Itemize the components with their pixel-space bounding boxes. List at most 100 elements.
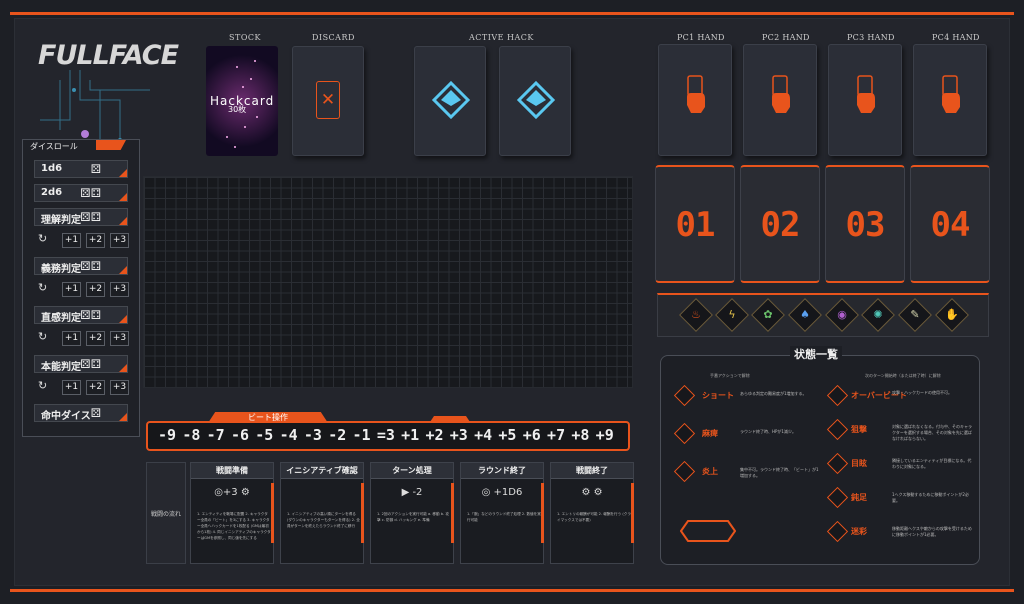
- phase-title: イニシアティブ確認: [281, 463, 363, 479]
- dice-mod-row: ↻ +1 +2 +3: [34, 379, 129, 397]
- dice-instinct-button[interactable]: 本能判定⚄⚃: [34, 355, 128, 373]
- dice-label: 命中ダイス: [41, 411, 91, 422]
- mod-plus2-button[interactable]: +2: [86, 380, 105, 395]
- beat-value-button[interactable]: -4: [279, 426, 298, 444]
- beat-value-button[interactable]: +6: [522, 426, 541, 444]
- mod-plus3-button[interactable]: +3: [110, 282, 129, 297]
- dice-label: 1d6: [41, 163, 63, 174]
- status-desc: 対象に選ばれなくなる。付与中、そのキャラクターを選択する場合、その対象を先に選ば…: [892, 424, 972, 441]
- pc4-slot[interactable]: 04: [910, 165, 990, 283]
- dice-icon: ⚄: [90, 406, 101, 420]
- mod-plus1-button[interactable]: +1: [62, 282, 81, 297]
- reroll-icon[interactable]: ↻: [38, 232, 48, 245]
- mod-plus1-button[interactable]: +1: [62, 380, 81, 395]
- hand-card-icon: [942, 75, 960, 113]
- pc4-number: 04: [930, 205, 971, 245]
- pc1-number: 01: [675, 205, 716, 245]
- status-desc: ラウンド終了時、HPが1減少。: [740, 429, 796, 434]
- reroll-icon[interactable]: ↻: [38, 330, 48, 343]
- beat-value-button[interactable]: +4: [474, 426, 493, 444]
- hex-button[interactable]: [680, 520, 736, 542]
- mod-plus3-button[interactable]: +3: [110, 380, 129, 395]
- beat-value-button[interactable]: -2: [328, 426, 347, 444]
- pc3-number: 03: [845, 205, 886, 245]
- beat-value-button[interactable]: +2: [425, 426, 444, 444]
- discard-x-icon: ✕: [316, 81, 340, 119]
- beat-value-button[interactable]: -8: [182, 426, 201, 444]
- pc3-hand-area[interactable]: [828, 44, 902, 156]
- dice-1d6-button[interactable]: 1d6 ⚄: [34, 160, 128, 178]
- hack-emblem-icon: [431, 80, 471, 120]
- mod-plus2-button[interactable]: +2: [86, 331, 105, 346]
- beat-value-button[interactable]: -5: [255, 426, 274, 444]
- dice-icon: ⚄⚃: [80, 186, 101, 200]
- beat-value-button[interactable]: +8: [571, 426, 590, 444]
- fullface-logo: FULLFACE: [38, 40, 179, 71]
- pc1-slot[interactable]: 01: [655, 165, 735, 283]
- dice-icon: ⚄: [90, 162, 101, 176]
- hand-card-icon: [857, 75, 875, 113]
- mod-plus2-button[interactable]: +2: [86, 282, 105, 297]
- dice-2d6-button[interactable]: 2d6 ⚄⚃: [34, 184, 128, 202]
- pc4-hand-area[interactable]: [913, 44, 987, 156]
- dice-icon: ⚄⚃: [80, 357, 101, 371]
- flow-phase-card: イニシアティブ確認 1. イニシアティブの高い順にターンを得る (ダウンのキャラク…: [280, 462, 364, 564]
- pc2-slot[interactable]: 02: [740, 165, 820, 283]
- reroll-icon[interactable]: ↻: [38, 379, 48, 392]
- beat-value-button[interactable]: +3: [449, 426, 468, 444]
- dice-label: 本能判定: [41, 362, 81, 373]
- dice-understanding-button[interactable]: 理解判定⚄⚃: [34, 208, 128, 226]
- phase-body: 1.「腕」などのラウンド終了処理 2. 数値を実行可能: [467, 512, 541, 522]
- phase-title: ターン処理: [371, 463, 453, 479]
- mod-plus1-button[interactable]: +1: [62, 331, 81, 346]
- dice-label: 2d6: [41, 187, 63, 198]
- status-desc: あらゆる判定の難易度が1増加する。: [740, 391, 807, 396]
- status-desc: 集中不可。ラウンド終了時、「ビート」が1増加する。: [740, 467, 819, 478]
- status-left-header: 手番アクションで解除: [710, 373, 750, 378]
- beat-value-button[interactable]: =3: [376, 426, 395, 444]
- active-hack-label: ACTIVE HACK: [469, 33, 534, 42]
- pc2-number: 02: [760, 205, 801, 245]
- status-name: オーバービート: [851, 391, 907, 400]
- beat-value-button[interactable]: -1: [352, 426, 371, 444]
- hack-emblem-icon: [516, 80, 556, 120]
- dice-title: ダイスロール: [24, 140, 96, 154]
- beat-value-button[interactable]: +7: [547, 426, 566, 444]
- beat-value-button[interactable]: -6: [230, 426, 249, 444]
- beat-value-button[interactable]: +1: [401, 426, 420, 444]
- phase-icon: ◎ +1D6: [481, 487, 523, 498]
- stock-deck[interactable]: Hackcard 30枚: [206, 46, 278, 156]
- frame-bottom-bar: [10, 589, 1014, 592]
- reroll-icon[interactable]: ↻: [38, 281, 48, 294]
- dice-label: 義務判定: [41, 264, 81, 275]
- mod-plus3-button[interactable]: +3: [110, 331, 129, 346]
- discard-pile[interactable]: [292, 46, 364, 156]
- mod-plus3-button[interactable]: +3: [110, 233, 129, 248]
- pc1-hand-area[interactable]: [658, 44, 732, 156]
- dice-duty-button[interactable]: 義務判定⚄⚃: [34, 257, 128, 275]
- status-desc: 隣接しているエンティティが目標になる。代わりに対象になる。: [892, 458, 972, 469]
- pc3-slot[interactable]: 03: [825, 165, 905, 283]
- beat-value-button[interactable]: +5: [498, 426, 517, 444]
- dice-label: 直感判定: [41, 313, 81, 324]
- dice-intuition-button[interactable]: 直感判定⚄⚃: [34, 306, 128, 324]
- phase-body: 1. 2回のアクションを実行可能 a. 移動 b. 攻撃 c. 防御 d. ハッ…: [377, 512, 449, 522]
- dice-hit-button[interactable]: 命中ダイス⚄: [34, 404, 128, 422]
- mod-plus1-button[interactable]: +1: [62, 233, 81, 248]
- dice-label: 理解判定: [41, 215, 81, 226]
- discard-label: DISCARD: [312, 33, 355, 42]
- beat-value-button[interactable]: -9: [158, 426, 177, 444]
- status-name: 目眩: [851, 459, 867, 468]
- beat-title: ビート操作: [248, 413, 288, 422]
- beat-value-button[interactable]: -7: [206, 426, 225, 444]
- pc2-hand-area[interactable]: [743, 44, 817, 156]
- battle-map-grid[interactable]: [143, 176, 633, 388]
- beat-value-button[interactable]: -3: [303, 426, 322, 444]
- beat-value-button[interactable]: +9: [595, 426, 614, 444]
- flow-phase-card: 戦闘準備◎+3 ⚙1. エンティティを戦場に配置 2. キャラクター全員の「ビー…: [190, 462, 274, 564]
- phase-body: 1. イニシアティブの高い順にターンを得る (ダウンのキャラクターもターンを得る…: [287, 512, 360, 528]
- dice-title-tab: [90, 140, 126, 150]
- mod-plus2-button[interactable]: +2: [86, 233, 105, 248]
- beat-track: [146, 421, 630, 451]
